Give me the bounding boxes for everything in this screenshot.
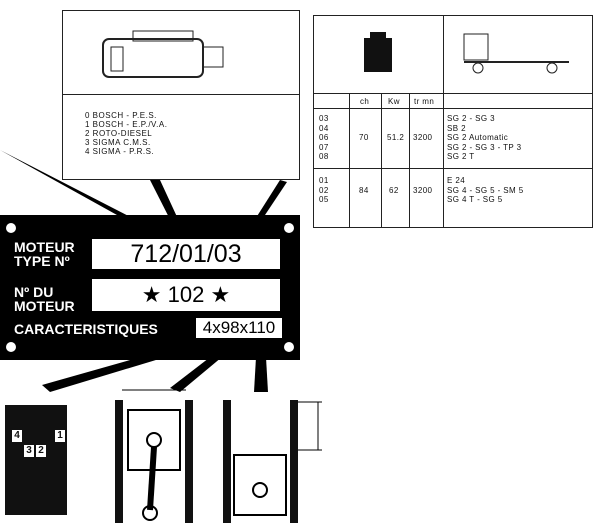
model: SG 4 - SG 5 - SM 5 xyxy=(447,185,524,195)
cylinder-number: 1 xyxy=(55,430,65,442)
model: SG 2 - SG 3 - TP 3 xyxy=(447,142,522,152)
code: 04 xyxy=(319,123,329,133)
model: SG 4 T - SG 5 xyxy=(447,195,503,204)
cylinder-order-diagram: 4 3 2 1 xyxy=(0,395,70,523)
characteristics-value: 4x98x110 xyxy=(196,318,282,338)
header-rpm: tr mn xyxy=(414,97,435,106)
code: 05 xyxy=(319,195,329,204)
pump-item: 1 BOSCH - E.P./V.A. xyxy=(85,120,168,129)
model: E 24 xyxy=(447,176,466,185)
header-kw: Kw xyxy=(388,97,400,106)
row-rpm: 3200 xyxy=(413,186,433,195)
number-label-line: MOTEUR xyxy=(14,298,75,314)
code: 08 xyxy=(319,152,329,161)
code: 01 xyxy=(319,176,329,185)
row-kw: 51.2 xyxy=(387,133,405,142)
engine-type-value: 712/01/03 xyxy=(92,239,280,269)
pump-item: 0 BOSCH - P.E.S. xyxy=(85,111,157,120)
row-rpm: 3200 xyxy=(413,133,433,142)
number-label-line: Nº DU xyxy=(14,284,54,300)
pump-item: 2 ROTO-DIESEL xyxy=(85,129,153,138)
cylinder-number: 2 xyxy=(36,445,46,457)
type-label-line: MOTEUR xyxy=(14,239,75,255)
row-kw: 62 xyxy=(389,186,399,195)
row-ch: 70 xyxy=(359,133,369,142)
cylinder-number: 3 xyxy=(24,445,34,457)
code: 06 xyxy=(319,133,329,142)
code: 03 xyxy=(319,114,329,123)
model: SB 2 xyxy=(447,123,466,133)
injection-pump-icon xyxy=(102,30,224,78)
truck-icon xyxy=(463,33,569,74)
row-ch: 84 xyxy=(359,186,369,195)
pump-item: 4 SIGMA - P.R.S. xyxy=(85,147,155,156)
pump-type-list: 0 BOSCH - P.E.S. 1 BOSCH - E.P./V.A. 2 R… xyxy=(85,111,167,156)
pump-item: 3 SIGMA C.M.S. xyxy=(85,138,151,147)
code: 07 xyxy=(319,142,329,152)
engine-icon xyxy=(364,32,392,72)
cylinder-number: 4 xyxy=(12,430,22,442)
code: 02 xyxy=(319,185,329,195)
model: SG 2 T xyxy=(447,152,475,161)
engine-number-value: ★ 102 ★ xyxy=(92,279,280,311)
model: SG 2 - SG 3 xyxy=(447,114,495,123)
type-label-line: TYPE Nº xyxy=(14,253,70,269)
characteristics-label: CARACTERISTIQUES xyxy=(14,321,158,337)
model: SG 2 Automatic xyxy=(447,133,509,142)
injection-pump-box: 0 BOSCH - P.E.S. 1 BOSCH - E.P./V.A. 2 R… xyxy=(62,10,300,180)
header-ch: ch xyxy=(360,97,370,106)
